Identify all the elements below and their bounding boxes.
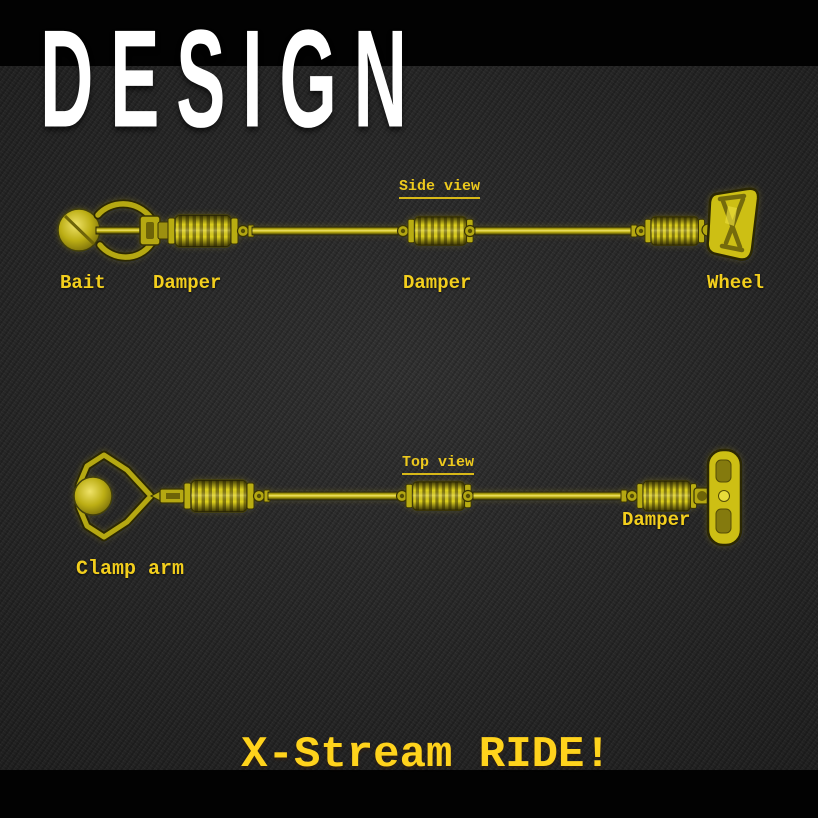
front-damper-spring [167, 214, 239, 248]
coupler-ring [236, 224, 250, 238]
label-damper-rear: Damper [622, 509, 691, 531]
shaft-rear-top [472, 489, 628, 503]
bait-ball [57, 208, 101, 252]
front-damper-spring-top [183, 479, 255, 513]
label-clamp-arm: Clamp arm [76, 558, 185, 581]
clamp-link [159, 488, 185, 504]
clamp-ball [73, 476, 113, 516]
middle-damper-spring [407, 215, 474, 247]
coupler-ring [461, 489, 475, 503]
middle-damper-spring-top [405, 480, 472, 512]
shaft-rear [474, 224, 638, 238]
label-wheel: Wheel [707, 272, 765, 294]
rear-damper-spring [636, 480, 698, 512]
t-bar-hub [693, 487, 711, 505]
label-damper-front: Damper [153, 272, 222, 294]
top-black-band [0, 0, 818, 66]
label-damper-middle: Damper [403, 272, 472, 294]
bait-clamp [93, 199, 161, 262]
bottom-black-band [0, 770, 818, 818]
wheel [706, 187, 760, 261]
coupler-ring [463, 224, 477, 238]
top-view-heading: Top view [402, 454, 475, 475]
side-view-heading: Side view [399, 178, 481, 199]
coupler-ring [252, 489, 266, 503]
page-title: DESIGN [40, 0, 424, 157]
tagline: X-Stream RIDE! [241, 730, 611, 780]
shaft-front-top [263, 489, 399, 503]
side-view-diagram [57, 187, 760, 262]
coupler-ring [625, 489, 639, 503]
label-bait: Bait [60, 272, 106, 294]
top-view-diagram [73, 448, 743, 547]
wheel-top-view [706, 448, 743, 547]
coupler-ring [396, 224, 410, 238]
rear-damper-spring-side [644, 215, 706, 247]
clamp-arm [73, 450, 165, 542]
shaft-front [247, 224, 399, 238]
